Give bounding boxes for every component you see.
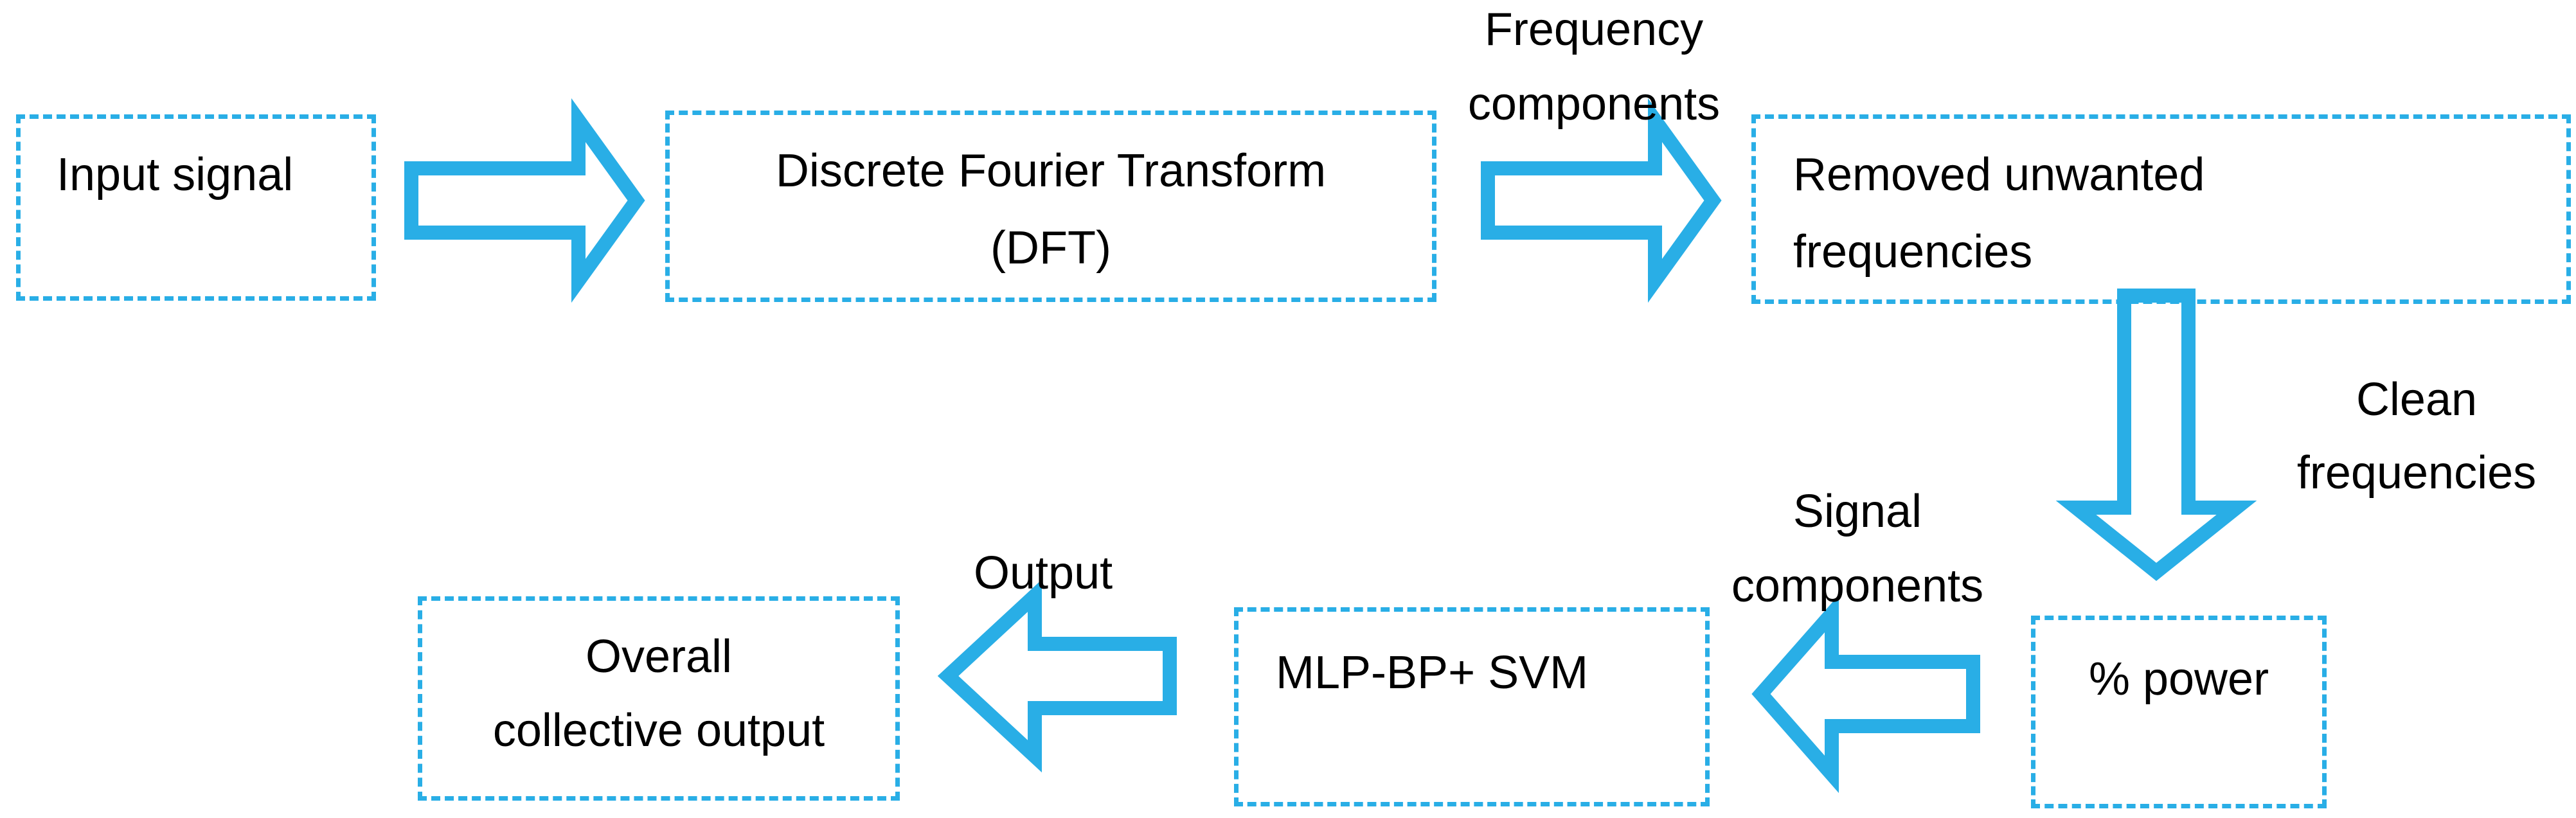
dft-box	[665, 111, 1436, 302]
removed-frequencies-label-line1: Removed unwanted	[1793, 149, 2205, 200]
arrow-power-to-mlp	[1751, 594, 1980, 794]
input-signal-box	[16, 114, 376, 301]
clean-frequencies-label-line1: Clean	[2356, 374, 2478, 425]
arrow-input-to-dft	[404, 98, 645, 303]
dft-label-line2: (DFT)	[990, 222, 1111, 274]
clean-frequencies-label-line2: frequencies	[2296, 447, 2537, 499]
arrow-mlp-to-overall	[937, 579, 1177, 773]
removed-frequencies-box	[1751, 114, 2571, 304]
mlp-svm-label: MLP-BP+ SVM	[1276, 647, 1589, 698]
frequency-components-label-line1: Frequency	[1484, 4, 1704, 55]
removed-frequencies-label-line2: frequencies	[1793, 226, 2033, 278]
output-label: Output	[974, 547, 1113, 599]
arrow-dft-to-removed	[1481, 98, 1722, 303]
signal-components-label-line1: Signal	[1793, 486, 1922, 537]
signal-components-label-line2: components	[1731, 560, 1984, 612]
dft-label-line1: Discrete Fourier Transform	[775, 145, 1327, 197]
frequency-components-label-line2: components	[1467, 78, 1721, 130]
overall-output-box	[418, 596, 900, 801]
power-box	[2031, 616, 2327, 808]
overall-output-label-line2: collective output	[492, 705, 825, 756]
power-label: % power	[2088, 654, 2269, 705]
input-signal-label: Input signal	[57, 149, 294, 200]
overall-output-label-line1: Overall	[585, 631, 733, 682]
arrow-removed-to-power	[2055, 289, 2257, 582]
mlp-svm-box	[1234, 607, 1710, 806]
